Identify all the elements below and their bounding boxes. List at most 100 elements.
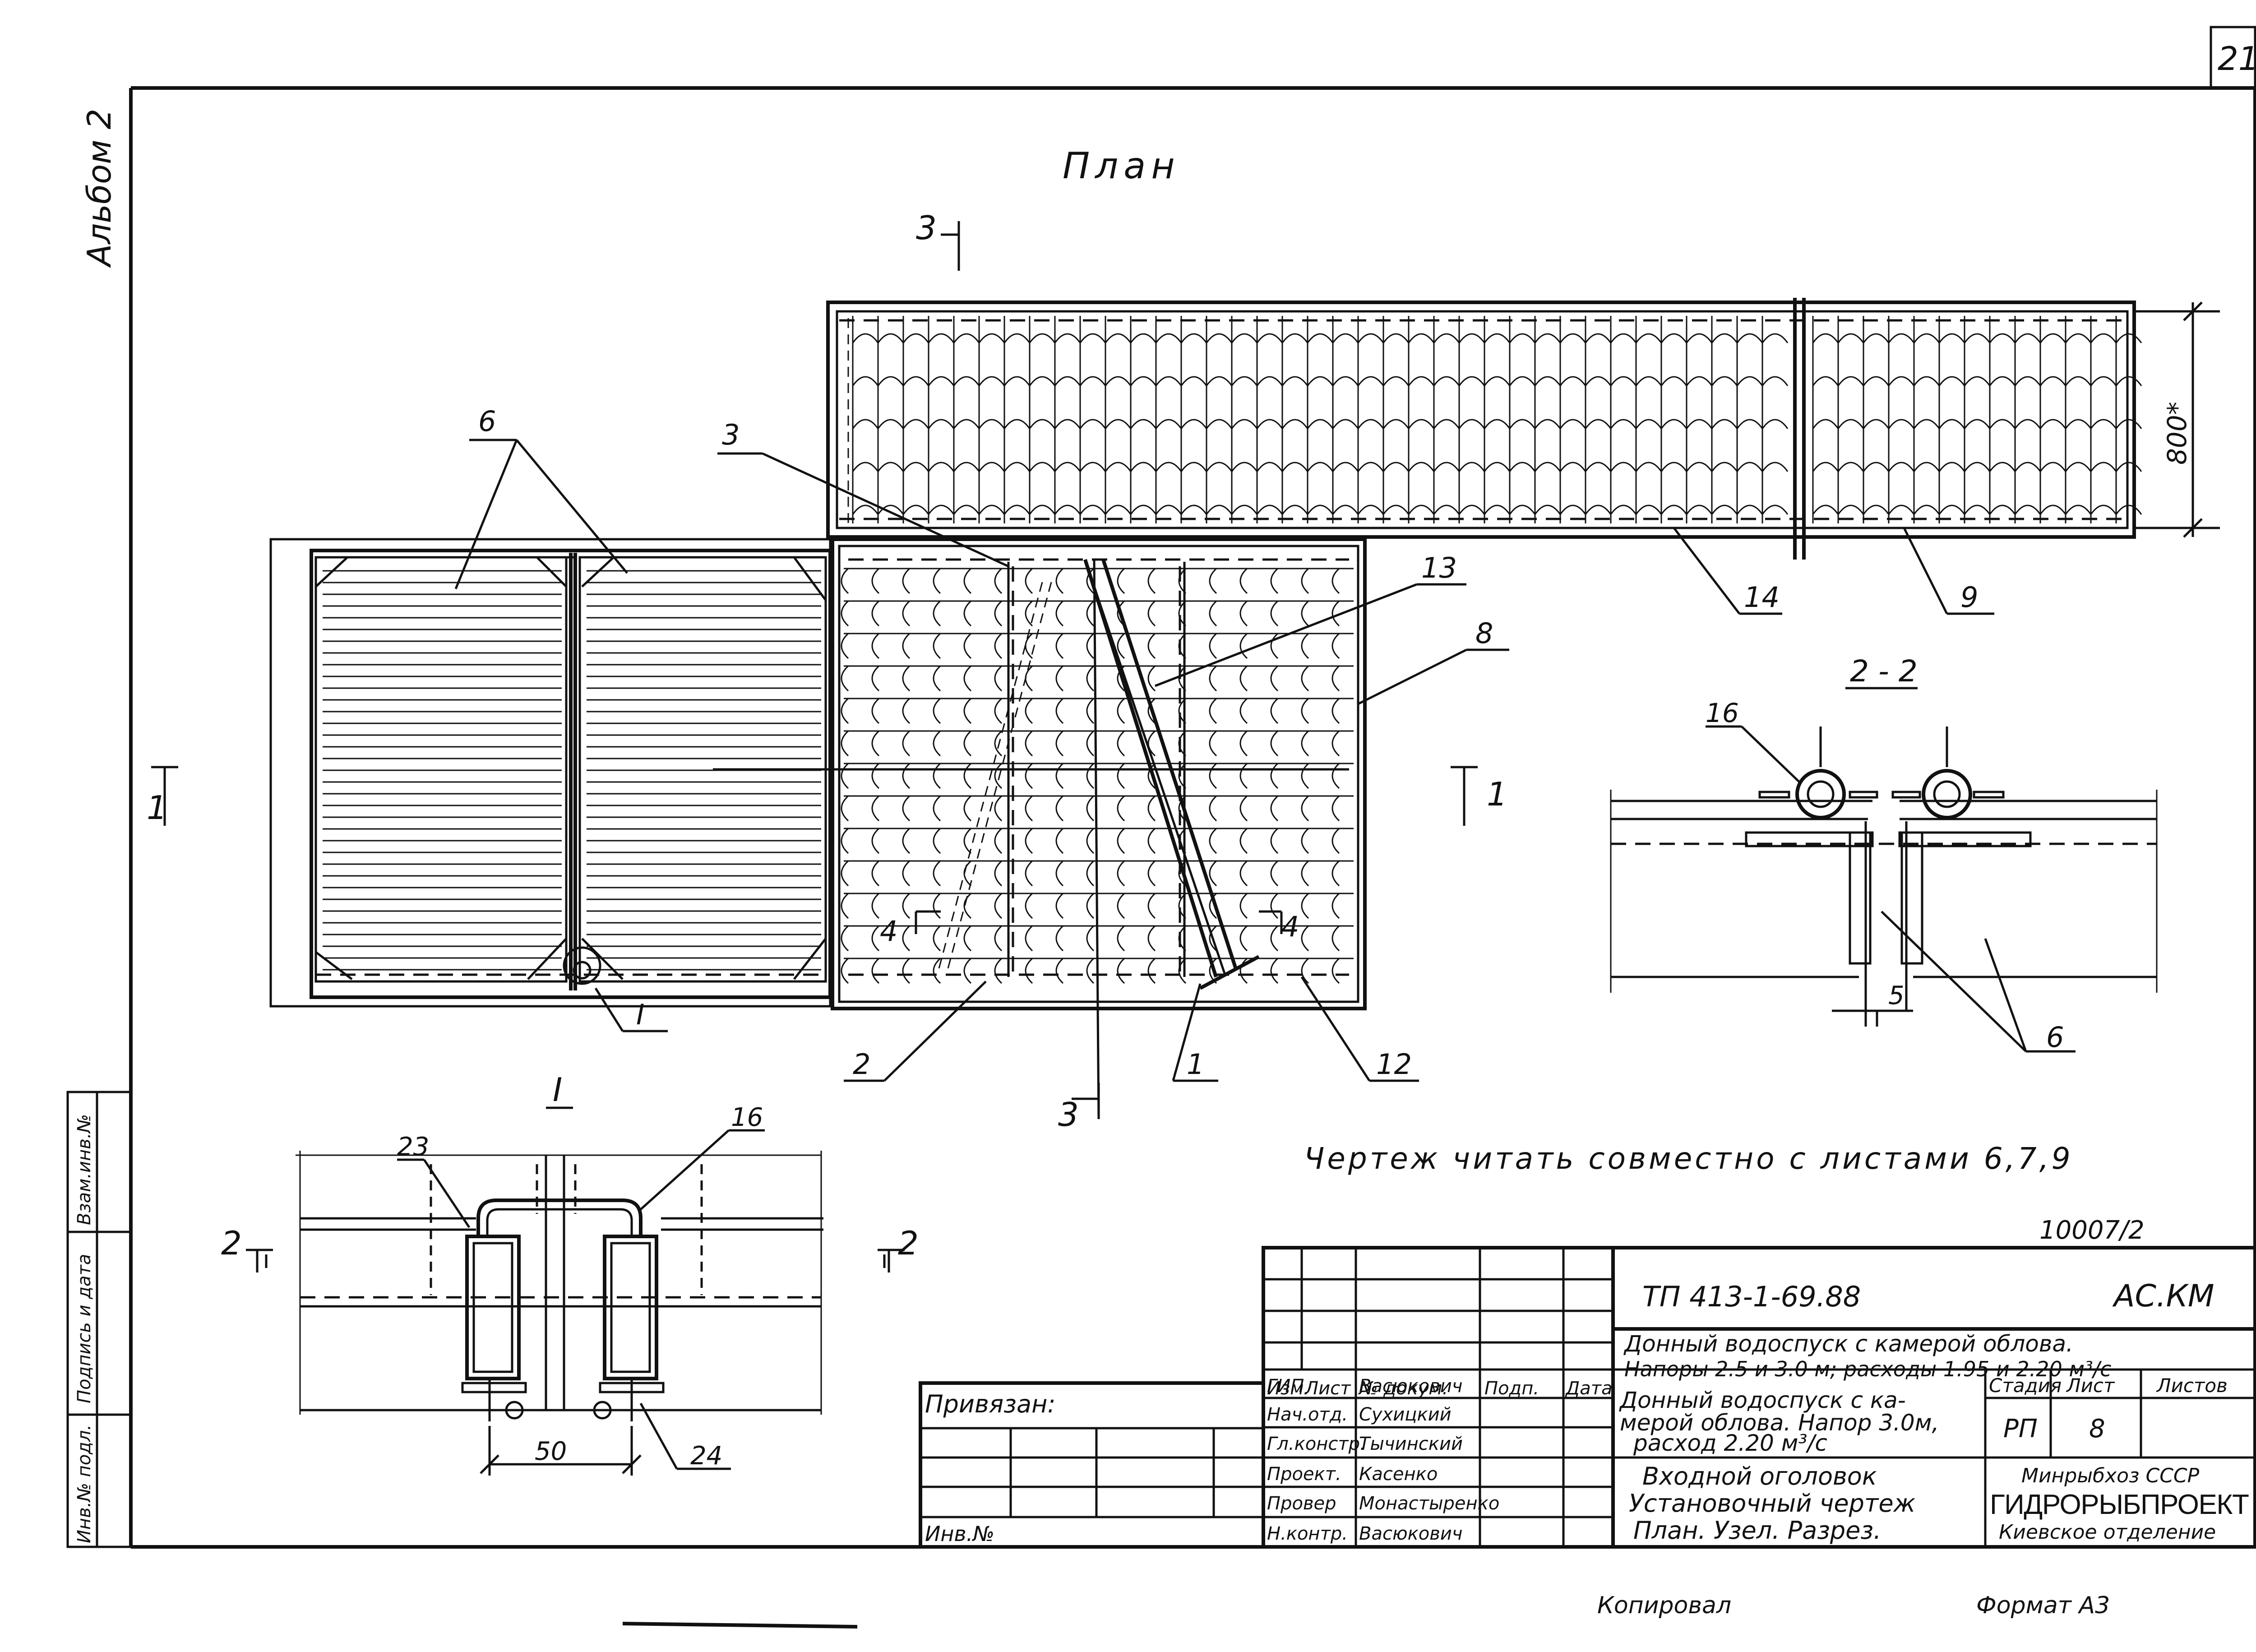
callout-13: 13 xyxy=(1421,551,1457,584)
grating-wave xyxy=(1382,376,1410,386)
chamber-wave xyxy=(1086,568,1095,594)
grating-wave xyxy=(1686,333,1713,343)
grating-wave xyxy=(1610,504,1637,515)
chamber-wave xyxy=(933,600,941,627)
chamber-wave xyxy=(902,730,911,757)
chamber-wave xyxy=(1301,925,1309,952)
chamber-wave xyxy=(933,860,941,887)
grating-wave xyxy=(2090,419,2117,429)
grating-wave xyxy=(1888,462,1915,472)
chamber-wave xyxy=(963,828,972,854)
node-1-title: I xyxy=(553,1071,562,1109)
chamber-wave xyxy=(963,795,972,822)
grating-wave xyxy=(1509,504,1536,515)
chamber-wave xyxy=(1331,860,1340,887)
chamber-wave xyxy=(1178,600,1187,627)
grating-wave xyxy=(1736,333,1763,343)
grating-wave xyxy=(2039,504,2066,515)
grating-wave xyxy=(1660,376,1687,386)
chamber-wave xyxy=(1025,893,1033,919)
grating-wave xyxy=(1888,376,1915,386)
section-2-2-drawing xyxy=(1610,725,2158,1053)
grating-wave xyxy=(1332,376,1359,386)
plan-title: План xyxy=(1063,145,1180,187)
chamber-wave xyxy=(871,698,880,724)
grating-wave xyxy=(1458,504,1485,515)
grating-wave xyxy=(1761,376,1789,386)
grating-wave xyxy=(2115,419,2142,429)
grating-wave xyxy=(1357,504,1384,515)
chamber-wave xyxy=(1301,795,1309,822)
chamber-wave xyxy=(1239,795,1248,822)
chamber-wave xyxy=(1331,958,1340,984)
grating-wave xyxy=(1509,333,1536,343)
grating-wave xyxy=(1105,376,1132,386)
chamber-wave xyxy=(1055,763,1064,789)
chamber-wave xyxy=(1117,730,1125,757)
chamber-wave xyxy=(841,633,849,659)
tb-sheets-label: Листов xyxy=(2156,1374,2228,1397)
grating-wave xyxy=(1332,462,1359,472)
grating-wave xyxy=(1231,333,1258,343)
grating-wave xyxy=(1382,504,1410,515)
chamber-wave xyxy=(1209,633,1217,659)
tb-name-2: Тычинский xyxy=(1359,1434,1463,1454)
tb-role-1: Нач.отд. xyxy=(1267,1404,1348,1425)
chamber-wave xyxy=(1086,828,1095,854)
grating-wave xyxy=(1736,376,1763,386)
grating-wave xyxy=(1433,419,1460,429)
dim-50-label: 50 xyxy=(535,1437,567,1466)
chamber-wave xyxy=(1117,828,1125,854)
grating-wave xyxy=(1155,504,1182,515)
stamp-sign-date: Подпись и дата xyxy=(74,1254,95,1403)
grating-wave xyxy=(1079,462,1106,472)
chamber-wave xyxy=(841,893,849,919)
grating-wave xyxy=(1585,376,1612,386)
chamber-wave xyxy=(1055,600,1064,627)
grating-wave xyxy=(1105,333,1132,343)
chamber-wave xyxy=(1239,600,1248,627)
grating-wave xyxy=(1231,504,1258,515)
grating-wave xyxy=(1686,419,1713,429)
chamber-wave xyxy=(963,665,972,692)
grating-wave xyxy=(1989,504,2016,515)
chamber-wave xyxy=(963,730,972,757)
grating-wave xyxy=(1029,333,1056,343)
grating-wave xyxy=(2014,462,2041,472)
grating-wave xyxy=(1130,333,1157,343)
chamber-wave xyxy=(1209,763,1217,789)
grating-wave xyxy=(1079,333,1106,343)
grating-wave xyxy=(1206,333,1233,343)
grating-wave xyxy=(1408,419,1435,429)
grating-wave xyxy=(1382,462,1410,472)
grating-wave xyxy=(1509,462,1536,472)
tb-inv-no: Инв.№ xyxy=(925,1522,994,1546)
grating-wave xyxy=(1003,419,1031,429)
chamber-wave xyxy=(1086,698,1095,724)
chamber-wave xyxy=(994,925,1003,952)
tb-org-2: ГИДРОРЫБПРОЕКТ xyxy=(1990,1489,2249,1520)
grating-wave xyxy=(1332,333,1359,343)
grating-wave xyxy=(978,462,1005,472)
grating-wave xyxy=(1256,462,1283,472)
grating-wave xyxy=(1155,376,1182,386)
chamber-wave xyxy=(1239,828,1248,854)
grating-wave xyxy=(2090,462,2117,472)
grating-wave xyxy=(1206,376,1233,386)
grating-wave xyxy=(1155,462,1182,472)
grating-wave xyxy=(1408,462,1435,472)
grating-wave xyxy=(928,462,955,472)
grating-wave xyxy=(1812,376,1839,386)
chamber-wave xyxy=(963,860,972,887)
grating-wave xyxy=(1180,333,1207,343)
chamber-wave xyxy=(1117,925,1125,952)
chamber-wave xyxy=(994,763,1003,789)
stamp-vzam: Взам.инв.№ xyxy=(74,1114,95,1225)
chamber-wave xyxy=(1209,568,1217,594)
grating-wave xyxy=(1711,504,1738,515)
grating-wave xyxy=(1256,376,1283,386)
chamber-wave xyxy=(902,665,911,692)
chamber-wave xyxy=(994,795,1003,822)
grating-wave xyxy=(1812,504,1839,515)
